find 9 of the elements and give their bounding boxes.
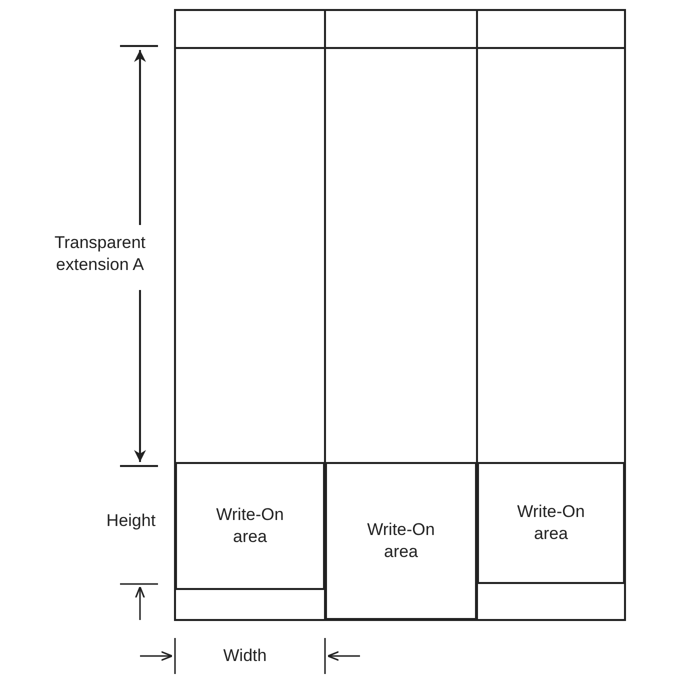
area-label: Write-On area <box>366 518 436 563</box>
area-label: Write-On area <box>215 504 285 548</box>
area-label: Write-On area <box>516 500 586 545</box>
dimension-label: Width <box>222 645 268 667</box>
dimension-label: Height <box>105 510 157 532</box>
write-on-area <box>175 462 325 590</box>
dimension-label: Transparent extension A <box>53 232 147 276</box>
write-on-area <box>477 462 625 584</box>
write-on-area <box>325 462 477 620</box>
